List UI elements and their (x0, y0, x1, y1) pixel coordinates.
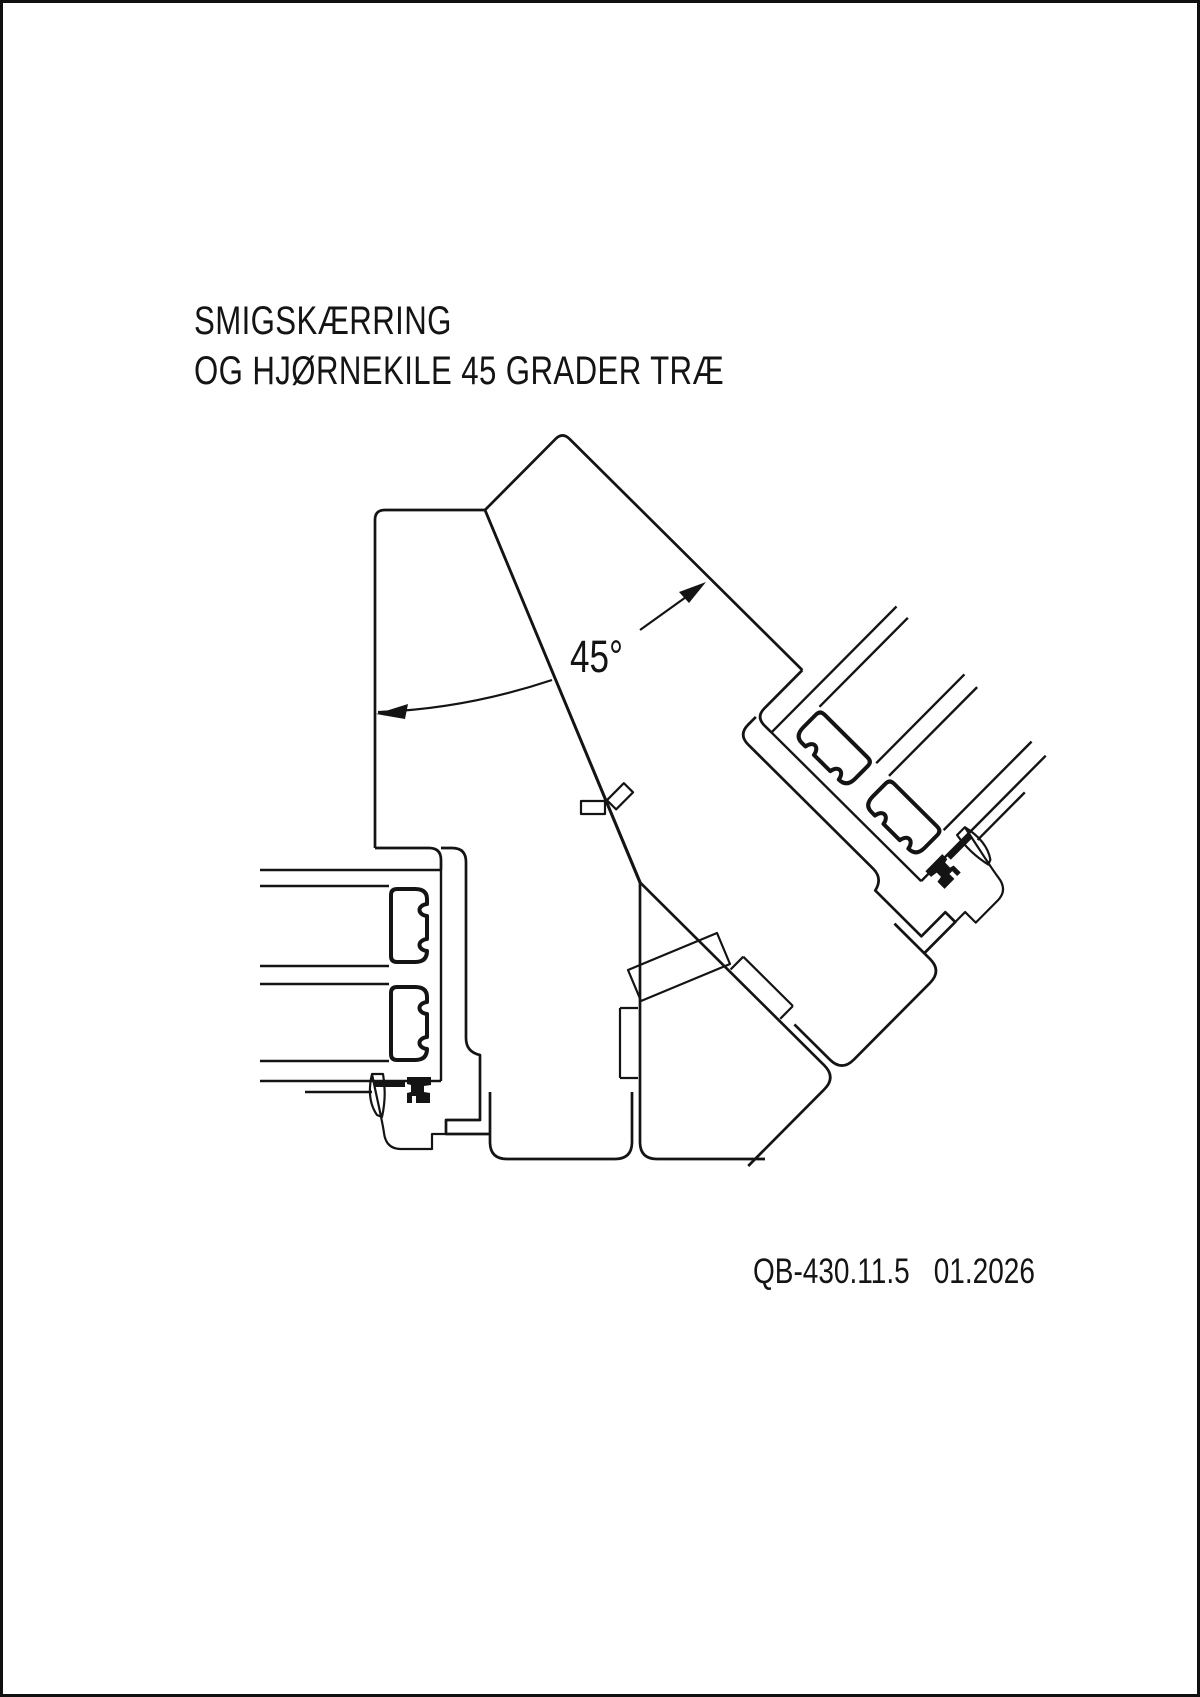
dimension-arrow-left (376, 704, 408, 719)
left-frame-assembly (260, 510, 765, 1159)
angle-label: 45° (570, 631, 623, 682)
title-line-1: SMIGSKÆRRING (194, 299, 452, 343)
drawing-title: SMIGSKÆRRING OG HJØRNEKILE 45 GRADER TRÆ (194, 296, 724, 396)
corner-key-lower (626, 931, 732, 1003)
document-reference: QB-430.11.5 01.2026 (753, 1252, 1035, 1292)
title-line-2: OG HJØRNEKILE 45 GRADER TRÆ (194, 349, 725, 393)
angle-dimension: 45° (376, 582, 706, 719)
drawing-number: QB-430.11.5 (753, 1252, 910, 1291)
corner-joint-drawing: 45° (3, 3, 1200, 1697)
drawing-date: 01.2026 (933, 1252, 1035, 1291)
dimension-arrow-right (679, 582, 706, 603)
right-frame-assembly (288, 350, 1104, 1166)
